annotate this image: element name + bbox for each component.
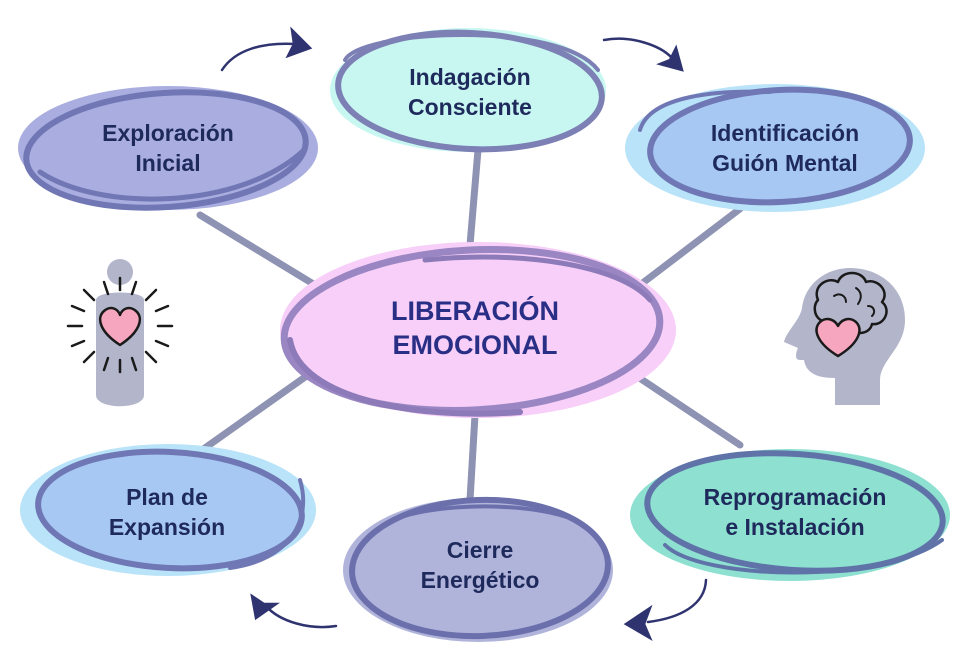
connector-reprogramacion (631, 371, 744, 449)
node-reprogramacion-scribble-1 (644, 450, 946, 574)
arrow-bottom-right (623, 578, 708, 641)
node-cierre-scribble-1 (349, 496, 611, 640)
node-label-cierre-line-1: Cierre (446, 537, 514, 563)
node-label-cierre-line-2: Energético (420, 567, 540, 593)
center-label: LIBERACIÓN EMOCIONAL (340, 292, 610, 364)
node-label-reprogramacion-line-1: Reprogramación (703, 484, 887, 510)
node-indagacion-fill (330, 28, 606, 152)
node-cierre-fill (343, 498, 613, 642)
node-label-indagacion-line-2: Consciente (408, 94, 532, 120)
node-label-identificacion-line-2: Guión Mental (712, 150, 858, 176)
flow-arrows (220, 26, 708, 641)
arrow-bottom-left (250, 593, 338, 629)
node-label-plan-line-1: Plan de (126, 484, 208, 510)
center-scribble-1 (280, 246, 664, 414)
node-plan (20, 444, 316, 576)
connector-exploracion (196, 211, 319, 289)
node-label-reprogramacion: Reprogramación e Instalación (660, 482, 930, 542)
node-exploracion-fill (18, 86, 318, 210)
node-indagacion (330, 28, 606, 153)
connector-indagacion (466, 146, 482, 249)
center-scribble-3 (422, 254, 653, 303)
connector-plan (191, 366, 319, 459)
node-label-exploracion-line-1: Exploración (102, 120, 234, 146)
node-cierre (343, 496, 613, 642)
node-reprogramacion (630, 449, 950, 581)
node-exploracion-scribble-2 (37, 147, 307, 202)
center-scribble-2 (287, 337, 523, 417)
person-heart-icon (66, 259, 174, 407)
node-reprogramacion-scribble-2 (663, 538, 944, 575)
node-exploracion-scribble-1 (23, 89, 309, 211)
node-label-identificacion-line-1: Identificación (710, 120, 860, 146)
center-node (280, 242, 676, 418)
node-label-indagacion: Indagación Consciente (355, 62, 585, 122)
center-label-line-2: EMOCIONAL (392, 330, 558, 360)
node-indagacion-scribble-2 (343, 33, 600, 72)
center-label-line-1: LIBERACIÓN (391, 296, 559, 326)
node-plan-scribble-2 (228, 478, 306, 570)
arrow-top-right (602, 37, 684, 72)
node-exploracion (18, 86, 318, 211)
connector-cierre (466, 411, 479, 504)
node-label-reprogramacion-line-2: e Instalación (725, 514, 865, 540)
head-brain-heart-icon (784, 268, 905, 405)
node-label-indagacion-line-1: Indagación (409, 64, 531, 90)
node-label-cierre: Cierre Energético (370, 535, 590, 595)
node-identificacion-scribble-2 (638, 89, 772, 132)
node-identificacion-scribble-1 (647, 86, 913, 206)
node-label-exploracion: Exploración Inicial (58, 118, 278, 178)
connectors (191, 146, 749, 504)
node-label-plan-line-2: Expansión (108, 514, 226, 540)
node-label-identificacion: Identificación Guión Mental (660, 118, 910, 178)
center-fill (280, 242, 676, 418)
node-label-plan: Plan de Expansión (62, 482, 272, 542)
node-cierre-scribble-2 (383, 504, 577, 527)
node-identificacion (625, 84, 925, 212)
arrow-top-left (220, 26, 313, 72)
node-reprogramacion-fill (630, 449, 950, 581)
node-indagacion-scribble-1 (335, 29, 605, 153)
node-label-exploracion-line-2: Inicial (135, 150, 201, 176)
connector-identificacion (636, 201, 749, 289)
